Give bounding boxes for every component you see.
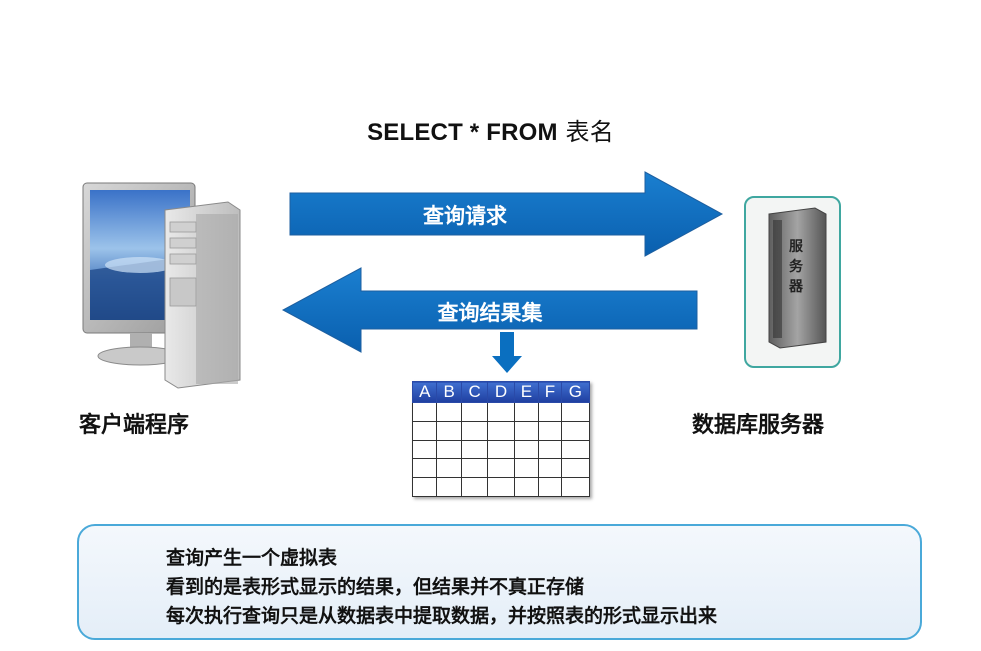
- sql-statement: SELECT * FROM 表名: [0, 112, 981, 147]
- request-arrow: [289, 171, 724, 257]
- table-cell: [411, 402, 438, 422]
- table-header-cell: F: [538, 381, 562, 403]
- table-cell: [538, 420, 562, 441]
- table-header-cell: E: [513, 381, 540, 403]
- table-cell: [560, 420, 591, 441]
- table-cell: [436, 477, 462, 497]
- table-header-cell: D: [487, 381, 515, 403]
- table-cell: [538, 402, 562, 422]
- table-row: [411, 458, 591, 479]
- table-cell: [560, 439, 591, 460]
- table-cell: [436, 439, 462, 460]
- table-cell: [411, 420, 438, 441]
- table-row: [411, 439, 591, 460]
- table-header-cell: C: [460, 381, 489, 403]
- table-cell: [513, 439, 540, 460]
- table-cell: [560, 458, 591, 479]
- table-cell: [538, 477, 562, 497]
- table-cell: [513, 458, 540, 479]
- table-header-cell: B: [436, 381, 462, 403]
- table-cell: [538, 439, 562, 460]
- result-arrow: [281, 267, 698, 353]
- table-cell: [411, 458, 438, 479]
- table-cell: [460, 402, 489, 422]
- table-cell: [460, 458, 489, 479]
- table-cell: [436, 458, 462, 479]
- sql-table-name: 表名: [565, 118, 614, 146]
- table-cell: [487, 402, 515, 422]
- note-line-3: 每次执行查询只是从数据表中提取数据，并按照表的形式显示出来: [166, 605, 718, 627]
- table-cell: [513, 420, 540, 441]
- client-computer-icon: [82, 182, 241, 389]
- table-cell: [538, 458, 562, 479]
- table-header-cell: G: [560, 381, 591, 403]
- table-cell: [460, 439, 489, 460]
- table-header-cell: A: [411, 381, 438, 403]
- note-box: [77, 524, 922, 640]
- request-arrow-label: 查询请求: [423, 204, 507, 228]
- table-row: [411, 477, 591, 497]
- table-cell: [487, 477, 515, 497]
- table-cell: [436, 402, 462, 422]
- sql-keyword: SELECT * FROM: [367, 119, 558, 146]
- table-cell: [560, 477, 591, 497]
- client-label: 客户端程序: [79, 413, 190, 438]
- table-cell: [411, 477, 438, 497]
- table-cell: [487, 439, 515, 460]
- table-row: [411, 420, 591, 441]
- note-line-2: 看到的是表形式显示的结果，但结果并不真正存储: [166, 576, 585, 598]
- table-cell: [460, 420, 489, 441]
- table-cell: [411, 439, 438, 460]
- table-cell: [487, 458, 515, 479]
- table-cell: [560, 402, 591, 422]
- server-box-text: 服务器: [789, 239, 803, 295]
- result-arrow-label: 查询结果集: [437, 301, 543, 325]
- note-line-1: 查询产生一个虚拟表: [166, 547, 338, 569]
- table-cell: [460, 477, 489, 497]
- table-cell: [436, 420, 462, 441]
- table-cell: [513, 402, 540, 422]
- table-cell: [487, 420, 515, 441]
- down-arrow: [492, 332, 522, 373]
- table-row: [411, 402, 591, 422]
- table-cell: [513, 477, 540, 497]
- server-label: 数据库服务器: [692, 413, 825, 438]
